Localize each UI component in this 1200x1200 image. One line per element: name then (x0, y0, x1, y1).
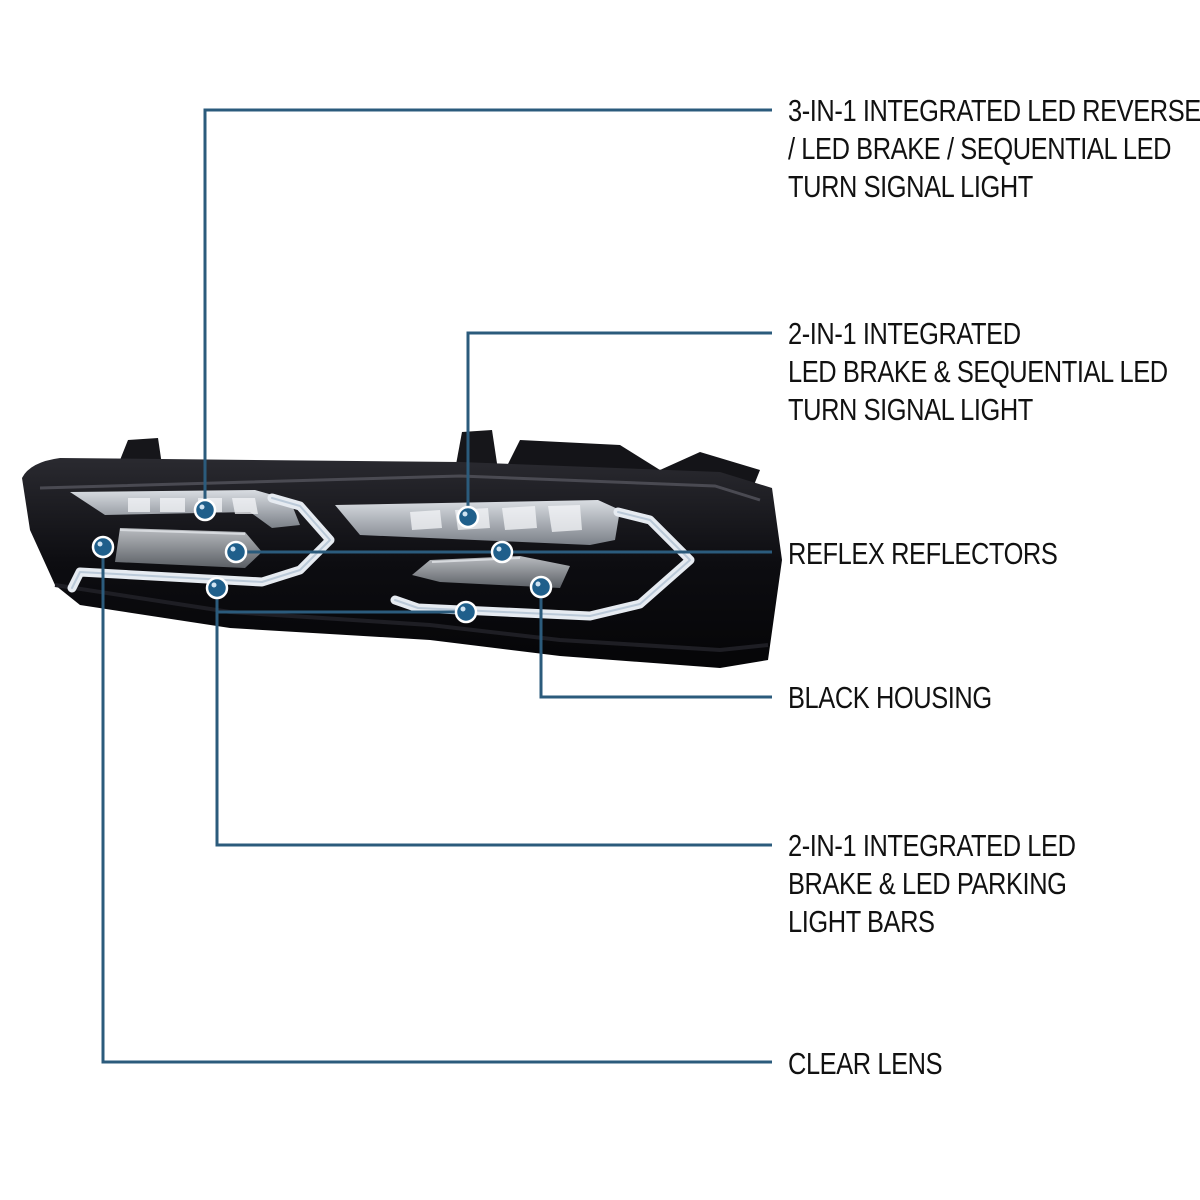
marker-brake-turn (456, 505, 480, 529)
label-brake-parking: 2-IN-1 INTEGRATED LED BRAKE & LED PARKIN… (788, 827, 1076, 941)
marker-light-bar-lower (454, 600, 478, 624)
marker-reflector-left (224, 540, 248, 564)
marker-highlights (97, 504, 541, 612)
leader-lines (101, 108, 772, 1064)
light-bars-shape (67, 493, 695, 621)
label-line: LIGHT BARS (788, 904, 935, 939)
label-reflex-reflectors: REFLEX REFLECTORS (788, 535, 1058, 573)
marker-reflector-right (490, 540, 514, 564)
label-black-housing: BLACK HOUSING (788, 679, 992, 717)
label-line: TURN SIGNAL LIGHT (788, 169, 1033, 204)
label-line: LED BRAKE & SEQUENTIAL LED (788, 354, 1168, 389)
marker-brake-parking (205, 576, 229, 600)
marker-clear-lens (91, 535, 115, 559)
label-line: BRAKE & LED PARKING (788, 866, 1067, 901)
label-line: 3-IN-1 INTEGRATED LED REVERSE (788, 93, 1200, 128)
label-line: TURN SIGNAL LIGHT (788, 392, 1033, 427)
label-line: / LED BRAKE / SEQUENTIAL LED (788, 131, 1172, 166)
label-reverse-brake-turn: 3-IN-1 INTEGRATED LED REVERSE / LED BRAK… (788, 92, 1200, 206)
reflex-reflectors-shape (115, 528, 570, 588)
label-line: REFLEX REFLECTORS (788, 536, 1058, 571)
label-line: 2-IN-1 INTEGRATED LED (788, 828, 1076, 863)
black-housing-shape (22, 458, 782, 668)
label-clear-lens: CLEAR LENS (788, 1045, 943, 1083)
upper-left-lens-shape (70, 490, 300, 528)
label-brake-turn: 2-IN-1 INTEGRATED LED BRAKE & SEQUENTIAL… (788, 315, 1168, 429)
label-line: BLACK HOUSING (788, 680, 992, 715)
marker-black-housing (529, 575, 553, 599)
label-line: 2-IN-1 INTEGRATED (788, 316, 1021, 351)
label-line: CLEAR LENS (788, 1046, 943, 1081)
marker-reverse-brake-turn (193, 498, 217, 522)
callout-markers (91, 498, 553, 624)
